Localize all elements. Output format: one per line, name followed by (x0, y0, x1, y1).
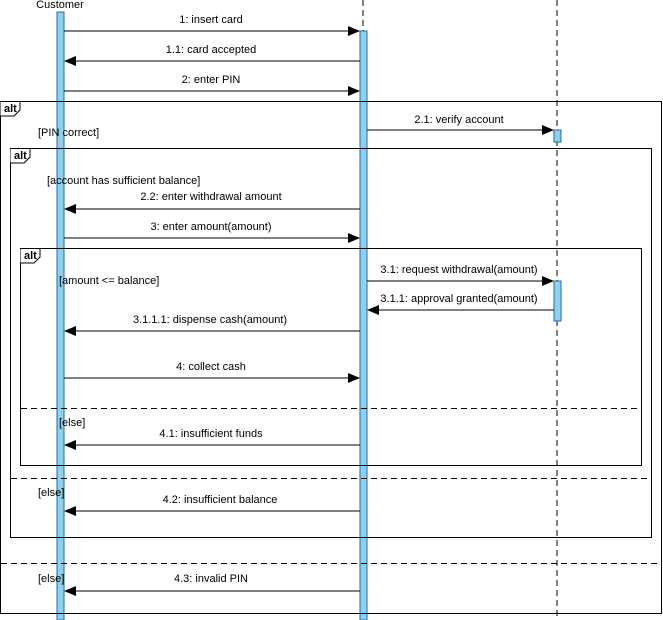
message-label: 3: enter amount(amount) (150, 221, 271, 233)
atm-activation-bar (359, 30, 368, 620)
message-3-enter-amount: 3: enter amount(amount) (64, 221, 360, 243)
message-3-1-1-approval-granted: 3.1.1: approval granted(amount) (367, 293, 554, 315)
middle-alt-guard-2: [else] (38, 487, 64, 499)
message-label: 2: enter PIN (182, 74, 241, 86)
message-label: 4.1: insufficient funds (159, 428, 263, 440)
message-label: 1: insert card (179, 14, 243, 26)
bank-activation-bar-verify (553, 129, 562, 143)
message-3-1-request-withdrawal: 3.1: request withdrawal(amount) (367, 264, 554, 286)
message-label: 3.1.1: approval granted(amount) (380, 293, 537, 305)
middle-alt-tag-box (10, 148, 31, 164)
message-3-1-1-1-dispense-cash: 3.1.1.1: dispense cash(amount) (64, 314, 360, 336)
inner-alt-tag: alt (24, 250, 37, 262)
outer-alt-tag-box (0, 101, 21, 117)
message-label: 3.1: request withdrawal(amount) (380, 264, 537, 276)
inner-alt-guard-1: [amount <= balance] (59, 275, 159, 287)
inner-alt-tag-box (20, 248, 41, 264)
bank-activation-bar-withdrawal (553, 280, 562, 322)
customer-activation-bar (56, 11, 65, 620)
message-2-1-verify-account: 2.1: verify account (367, 114, 554, 135)
middle-alt-guard-1: [account has sufficient balance] (47, 175, 200, 187)
message-label: 4.2: insufficient balance (163, 494, 278, 506)
message-4-collect-cash: 4: collect cash (64, 361, 360, 383)
message-4-3-invalid-pin: 4.3: invalid PIN (64, 573, 360, 596)
message-1-insert-card: 1: insert card (64, 14, 360, 36)
message-label: 1.1: card accepted (166, 44, 257, 56)
customer-participant-label: Customer (36, 0, 84, 11)
outer-alt-guard-1: [PIN correct] (38, 127, 99, 139)
message-2-enter-pin: 2: enter PIN (64, 74, 360, 96)
message-label: 4.3: invalid PIN (174, 573, 248, 585)
inner-alt-guard-2: [else] (59, 417, 85, 429)
inner-alt-fragment (20, 248, 642, 466)
outer-alt-fragment (0, 101, 662, 614)
outer-alt-tag: alt (4, 103, 17, 115)
message-label: 3.1.1.1: dispense cash(amount) (133, 314, 287, 326)
message-4-1-insufficient-funds: 4.1: insufficient funds (64, 428, 360, 450)
message-4-2-insufficient-balance: 4.2: insufficient balance (64, 494, 360, 516)
message-label: 2.2: enter withdrawal amount (140, 191, 281, 203)
message-label: 4: collect cash (176, 361, 246, 373)
message-2-2-enter-withdrawal-amount: 2.2: enter withdrawal amount (64, 191, 360, 214)
middle-alt-fragment (10, 148, 652, 538)
outer-alt-guard-2: [else] (38, 573, 64, 585)
message-label: 2.1: verify account (414, 114, 503, 126)
middle-alt-tag: alt (14, 150, 27, 162)
message-1-1-card-accepted: 1.1: card accepted (64, 44, 360, 66)
